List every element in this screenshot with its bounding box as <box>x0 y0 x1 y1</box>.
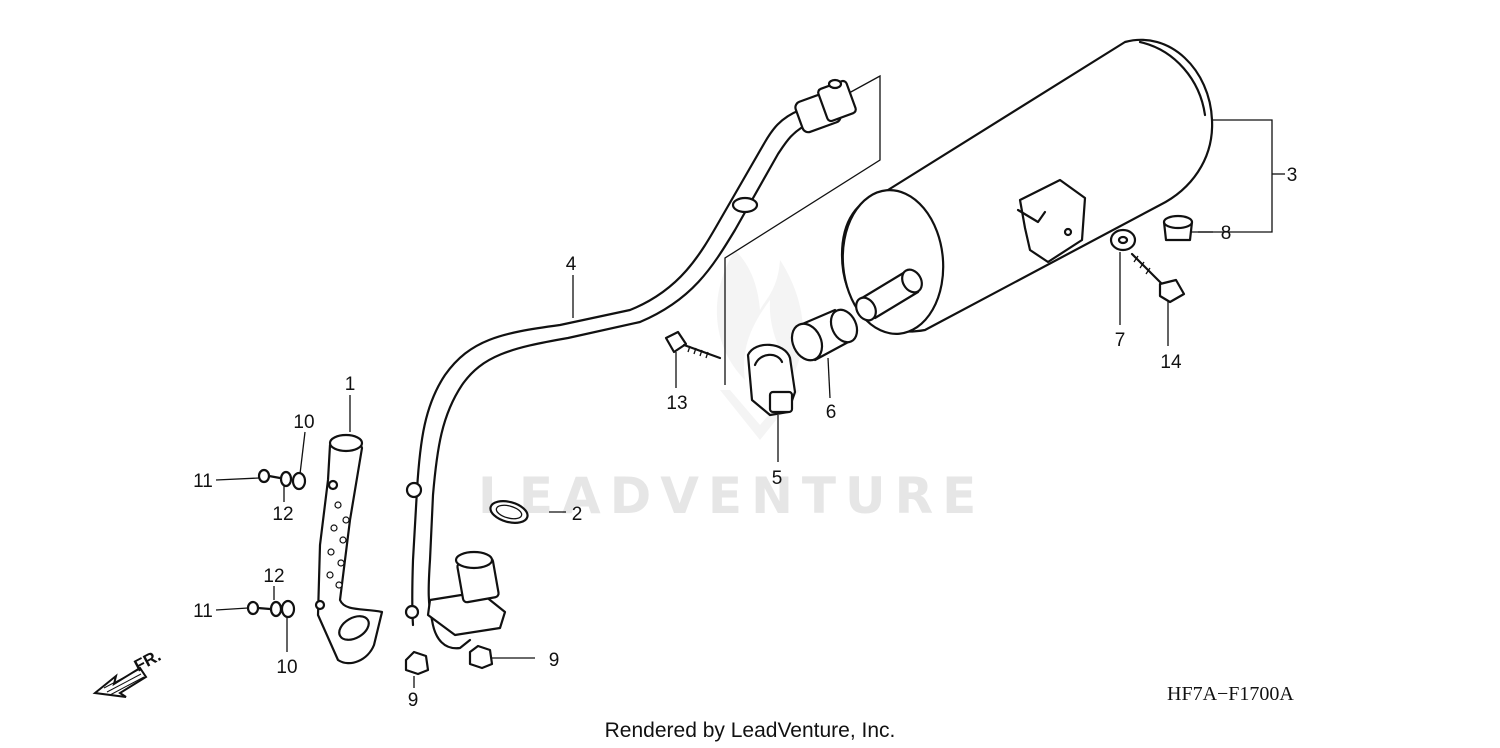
callout-12a: 12 <box>272 504 293 525</box>
front-direction-arrow-icon <box>92 666 148 698</box>
flange-bolt-13 <box>664 330 722 360</box>
exhaust-clamp <box>746 343 797 417</box>
mounting-boundary <box>724 74 881 385</box>
callout-8: 8 <box>1221 223 1232 244</box>
exhaust-pipe <box>404 78 857 650</box>
collar-10b <box>280 599 296 619</box>
gasket-2 <box>489 500 529 524</box>
callout-3: 3 <box>1287 165 1298 186</box>
diagram-code: HF7A−F1700A <box>1167 683 1294 705</box>
heat-shield-screw-11a <box>257 468 282 484</box>
callout-9b: 9 <box>549 650 560 671</box>
render-credit: Rendered by LeadVenture, Inc. <box>605 719 896 742</box>
callout-10a: 10 <box>293 412 314 433</box>
callout-11b: 11 <box>193 601 213 622</box>
flange-bolt-14 <box>1130 252 1186 304</box>
callout-14: 14 <box>1160 352 1182 373</box>
washer-7 <box>1109 228 1137 252</box>
callout-10b: 10 <box>276 657 297 678</box>
muffler <box>840 38 1214 335</box>
washer-12a <box>279 470 293 488</box>
callout-13: 13 <box>666 393 687 414</box>
muffler-band <box>790 308 859 362</box>
leader-lines <box>215 119 1285 688</box>
collar-10a <box>291 471 307 491</box>
callout-2: 2 <box>572 504 583 525</box>
callout-1: 1 <box>345 374 356 395</box>
callout-6: 6 <box>826 402 837 423</box>
callout-4: 4 <box>566 254 577 275</box>
callout-7: 7 <box>1115 330 1126 351</box>
callout-12b: 12 <box>263 566 284 587</box>
watermark-text: LEADVENTURE <box>478 467 985 525</box>
callout-11a: 11 <box>193 471 213 492</box>
callout-5: 5 <box>772 468 783 489</box>
joint-nut-9b <box>468 644 494 670</box>
joint-nut-9a <box>404 650 430 676</box>
tail-cap-8 <box>1162 214 1194 242</box>
washer-12b <box>269 600 283 618</box>
heat-shield <box>314 433 384 665</box>
heat-shield-screw-11b <box>246 600 272 616</box>
callout-9a: 9 <box>408 690 419 711</box>
